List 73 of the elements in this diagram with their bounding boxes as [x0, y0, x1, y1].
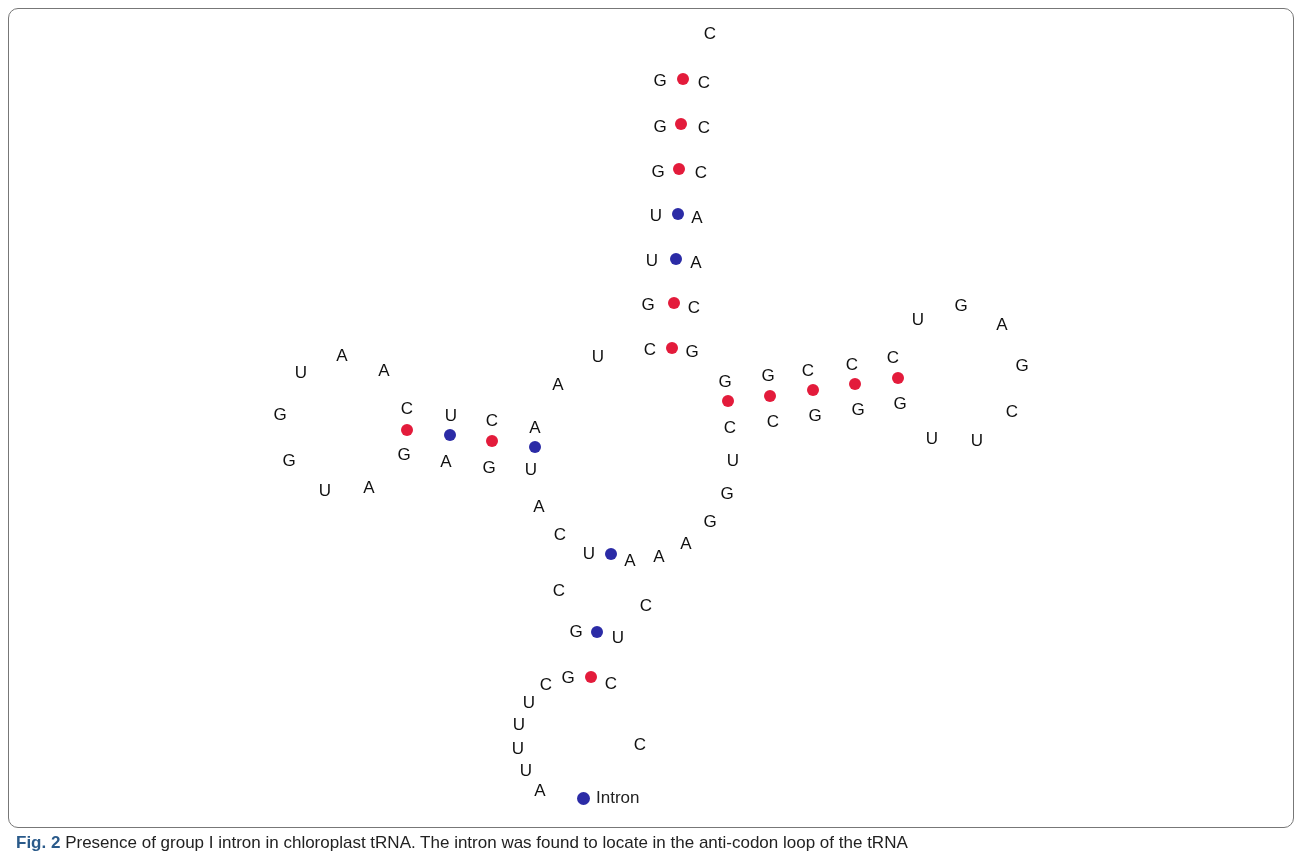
nucleotide-label: C — [694, 163, 708, 181]
nucleotide-label: G — [273, 405, 287, 423]
nucleotide-label: U — [649, 206, 663, 224]
nucleotide-label: G — [703, 512, 717, 530]
nucleotide-label: C — [886, 348, 900, 366]
nucleotide-label: A — [534, 781, 546, 799]
nucleotide-label: G — [808, 406, 822, 424]
nucleotide-label: A — [440, 452, 452, 470]
nucleotide-label: U — [318, 481, 332, 499]
nucleotide-label: C — [485, 411, 499, 429]
nucleotide-label: C — [639, 596, 653, 614]
nucleotide-label: C — [801, 361, 815, 379]
nucleotide-label: A — [336, 346, 348, 364]
nucleotide-label: U — [512, 715, 526, 733]
nucleotide-label: C — [1005, 402, 1019, 420]
nucleotide-label: U — [519, 761, 533, 779]
nucleotide-label: C — [697, 118, 711, 136]
nucleotide-label: C — [552, 581, 566, 599]
nucleotide-label: A — [529, 418, 541, 436]
figure-caption: Fig. 2 Presence of group I intron in chloroplast tRNA. The intron was found to locate in the anti-codon loop of the tRNA — [16, 833, 908, 853]
nucleotide-label: C — [703, 24, 717, 42]
nucleotide-label: G — [282, 451, 296, 469]
nucleotide-label: A — [691, 208, 703, 226]
nucleotide-label: C — [687, 298, 701, 316]
nucleotide-label: U — [294, 363, 308, 381]
nucleotide-label: U — [645, 251, 659, 269]
nucleotide-label: C — [539, 675, 553, 693]
nucleotide-label: C — [553, 525, 567, 543]
nucleotide-label: C — [604, 674, 618, 692]
nucleotide-label: U — [911, 310, 925, 328]
nucleotide-label: U — [522, 693, 536, 711]
nucleotide-label: G — [569, 622, 583, 640]
nucleotide-label: G — [397, 445, 411, 463]
nucleotide-label: A — [363, 478, 375, 496]
nucleotide-label: G — [482, 458, 496, 476]
nucleotide-label: G — [720, 484, 734, 502]
nucleotide-label: C — [766, 412, 780, 430]
nucleotide-label: U — [511, 739, 525, 757]
nucleotide-label: C — [633, 735, 647, 753]
nucleotide-label: G — [685, 342, 699, 360]
nucleotide-label: G — [851, 400, 865, 418]
nucleotide-label: G — [761, 366, 775, 384]
nucleotide-label: G — [718, 372, 732, 390]
nucleotide-label: A — [378, 361, 390, 379]
nucleotide-label: U — [611, 628, 625, 646]
nucleotide-label: A — [690, 253, 702, 271]
nucleotide-label: A — [533, 497, 545, 515]
legend-label: Intron — [596, 788, 640, 808]
nucleotide-label: G — [651, 162, 665, 180]
nucleotide-label: A — [552, 375, 564, 393]
nucleotide-label: G — [954, 296, 968, 314]
nucleotide-label: C — [723, 418, 737, 436]
nucleotide-label: A — [624, 551, 636, 569]
nucleotide-label: A — [680, 534, 692, 552]
nucleotide-label: C — [845, 355, 859, 373]
nucleotide-label: A — [653, 547, 665, 565]
nucleotide-label: U — [524, 460, 538, 478]
nucleotide-label: U — [925, 429, 939, 447]
nucleotide-label: U — [591, 347, 605, 365]
nucleotide-label: U — [726, 451, 740, 469]
nucleotide-label: C — [643, 340, 657, 358]
nucleotide-label: G — [641, 295, 655, 313]
nucleotide-label: C — [697, 73, 711, 91]
nucleotide-label: G — [893, 394, 907, 412]
nucleotide-label: G — [653, 117, 667, 135]
nucleotide-label: A — [996, 315, 1008, 333]
nucleotide-label: U — [582, 544, 596, 562]
nucleotide-label: G — [653, 71, 667, 89]
nucleotide-label: U — [444, 406, 458, 424]
nucleotide-label: G — [1015, 356, 1029, 374]
nucleotide-label: G — [561, 668, 575, 686]
nucleotide-label: U — [970, 431, 984, 449]
nucleotide-label: C — [400, 399, 414, 417]
